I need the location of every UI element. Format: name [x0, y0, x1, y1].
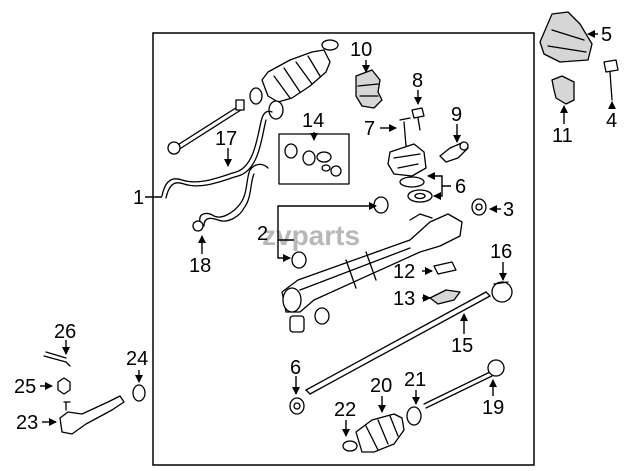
callout-24: 24 [126, 348, 148, 370]
callout-17: 17 [215, 128, 237, 150]
part-washer-6-upper[interactable] [399, 176, 433, 203]
callout-12: 12 [393, 261, 415, 283]
callout-7: 7 [364, 118, 375, 140]
callout-21: 21 [404, 369, 426, 391]
part-seal-kit-14[interactable] [278, 133, 350, 185]
part-bushing-2[interactable] [291, 196, 389, 269]
callout-20: 20 [370, 375, 392, 397]
callout-11: 11 [552, 125, 573, 147]
part-bushing-3[interactable] [471, 198, 487, 216]
watermark-logo: zvparts [262, 220, 360, 251]
part-washer-6-lower[interactable] [289, 397, 305, 415]
part-sensor-9[interactable] [439, 141, 469, 163]
callout-1: 1 [133, 187, 144, 209]
part-hose-17[interactable] [161, 110, 273, 199]
part-pinion-valve-7[interactable] [387, 117, 427, 177]
part-inner-tie-rod-upper[interactable] [167, 99, 245, 155]
callout-15: 15 [451, 335, 473, 357]
part-nut-24[interactable] [132, 384, 146, 402]
part-rack-15[interactable] [305, 291, 491, 395]
part-washer-13[interactable] [429, 289, 461, 305]
part-tie-rod-end-23[interactable] [59, 395, 125, 435]
part-nut-25[interactable] [57, 377, 71, 395]
part-hose-18[interactable] [192, 163, 269, 232]
part-cotter-pin-26[interactable] [43, 351, 71, 367]
callout-8: 8 [412, 70, 423, 92]
part-bushing-16[interactable] [491, 281, 513, 303]
callout-9: 9 [451, 104, 462, 126]
assembly-border [152, 32, 535, 466]
callout-labels: 1 2 3 4 5 6 6 7 8 9 10 11 12 13 14 15 16… [14, 24, 617, 434]
callout-6-lower: 6 [290, 357, 301, 379]
callout-16: 16 [490, 241, 512, 263]
callout-18: 18 [189, 255, 211, 277]
part-clip-11[interactable] [551, 75, 575, 105]
callout-10: 10 [350, 39, 372, 61]
part-inner-tie-rod-19[interactable] [423, 359, 505, 409]
part-bracket-10[interactable] [355, 69, 383, 109]
callout-19: 19 [482, 397, 504, 419]
callout-26: 26 [54, 321, 76, 343]
part-bolt-8[interactable] [411, 107, 425, 131]
callout-5: 5 [601, 24, 612, 46]
callout-6-upper: 6 [455, 176, 466, 198]
callout-23: 23 [16, 412, 38, 434]
part-boot-upper[interactable] [249, 39, 339, 120]
part-clamp-22[interactable] [342, 440, 358, 452]
part-rack-housing[interactable] [281, 213, 463, 333]
part-nut-12[interactable] [433, 261, 457, 275]
callout-4: 4 [606, 110, 617, 132]
callout-25: 25 [14, 376, 36, 398]
part-bolt-4[interactable] [603, 59, 619, 101]
part-shield-5[interactable] [539, 11, 593, 63]
leader-lines [40, 30, 616, 437]
part-clamp-21[interactable] [406, 406, 422, 426]
callout-14: 14 [302, 110, 324, 132]
callout-3: 3 [503, 199, 514, 221]
callout-13: 13 [393, 288, 415, 310]
callout-2: 2 [257, 223, 268, 245]
part-boot-lower[interactable] [355, 413, 405, 453]
callout-22: 22 [334, 399, 356, 421]
